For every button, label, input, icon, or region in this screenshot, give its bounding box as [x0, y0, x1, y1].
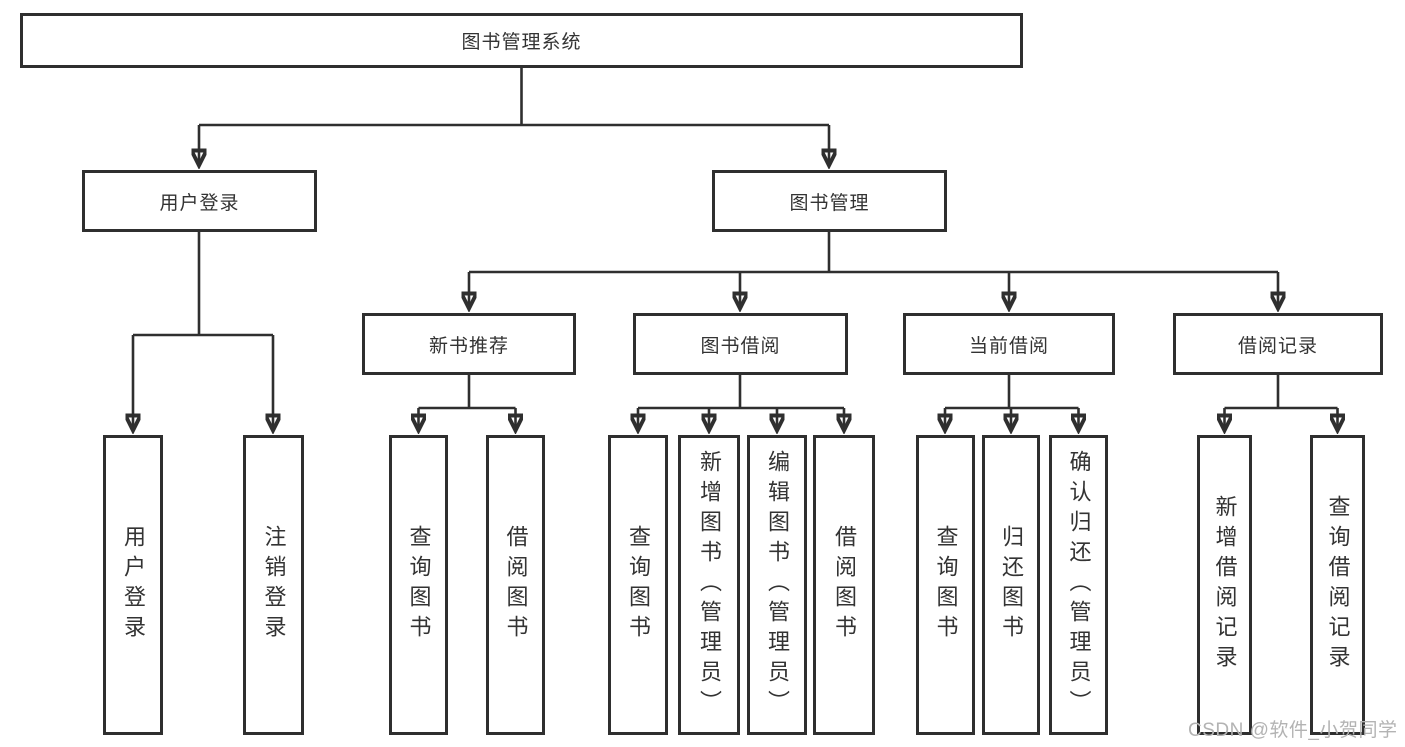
node-current-borrowing: 当前借阅 — [903, 313, 1115, 375]
leaf-label: 用户登录 — [121, 525, 146, 645]
leaf-logout: 注销登录 — [243, 435, 304, 735]
node-user-login: 用户登录 — [82, 170, 317, 232]
node-label: 图书管理系统 — [461, 32, 582, 53]
leaf-label: 查询图书 — [626, 525, 651, 645]
node-label: 图书管理 — [789, 192, 870, 214]
node-label: 借阅记录 — [1237, 335, 1318, 357]
csdn-watermark: CSDN @软件_小贺同学 — [1188, 720, 1398, 741]
leaf-label: 查询图书 — [406, 525, 432, 645]
node-label: 新书推荐 — [428, 335, 509, 357]
node-label: 图书借阅 — [700, 335, 781, 357]
node-label: 当前借阅 — [968, 335, 1049, 357]
leaf-label: 确认归还（管理员） — [1066, 450, 1092, 720]
leaf-query-books: 查询图书 — [916, 435, 975, 735]
leaf-query-books: 查询图书 — [608, 435, 668, 735]
leaf-add-borrowing-record: 新增借阅记录 — [1197, 435, 1252, 735]
leaf-return-books: 归还图书 — [982, 435, 1040, 735]
leaf-user-login: 用户登录 — [103, 435, 163, 735]
node-new-book-recommendation: 新书推荐 — [362, 313, 576, 375]
node-library-management-system: 图书管理系统 — [20, 13, 1023, 68]
leaf-label: 注销登录 — [261, 525, 287, 645]
node-book-management: 图书管理 — [712, 170, 947, 232]
leaf-borrow-books: 借阅图书 — [486, 435, 545, 735]
leaf-add-books-admin: 新增图书（管理员） — [678, 435, 740, 735]
leaf-label: 借阅图书 — [503, 525, 529, 645]
leaf-query-borrowing-record: 查询借阅记录 — [1310, 435, 1365, 735]
leaf-edit-books-admin: 编辑图书（管理员） — [747, 435, 807, 735]
leaf-label: 借阅图书 — [832, 525, 857, 645]
leaf-borrow-books: 借阅图书 — [813, 435, 875, 735]
node-borrowing-records: 借阅记录 — [1173, 313, 1383, 375]
node-label: 用户登录 — [159, 192, 240, 214]
leaf-query-books: 查询图书 — [389, 435, 448, 735]
leaf-label: 查询图书 — [933, 525, 959, 645]
leaf-label: 查询借阅记录 — [1325, 495, 1351, 675]
node-book-borrowing: 图书借阅 — [633, 313, 848, 375]
leaf-label: 新增借阅记录 — [1212, 495, 1238, 675]
leaf-confirm-return-admin: 确认归还（管理员） — [1049, 435, 1108, 735]
leaf-label: 新增图书（管理员） — [697, 450, 722, 720]
leaf-label: 编辑图书（管理员） — [765, 450, 790, 720]
leaf-label: 归还图书 — [999, 525, 1024, 645]
